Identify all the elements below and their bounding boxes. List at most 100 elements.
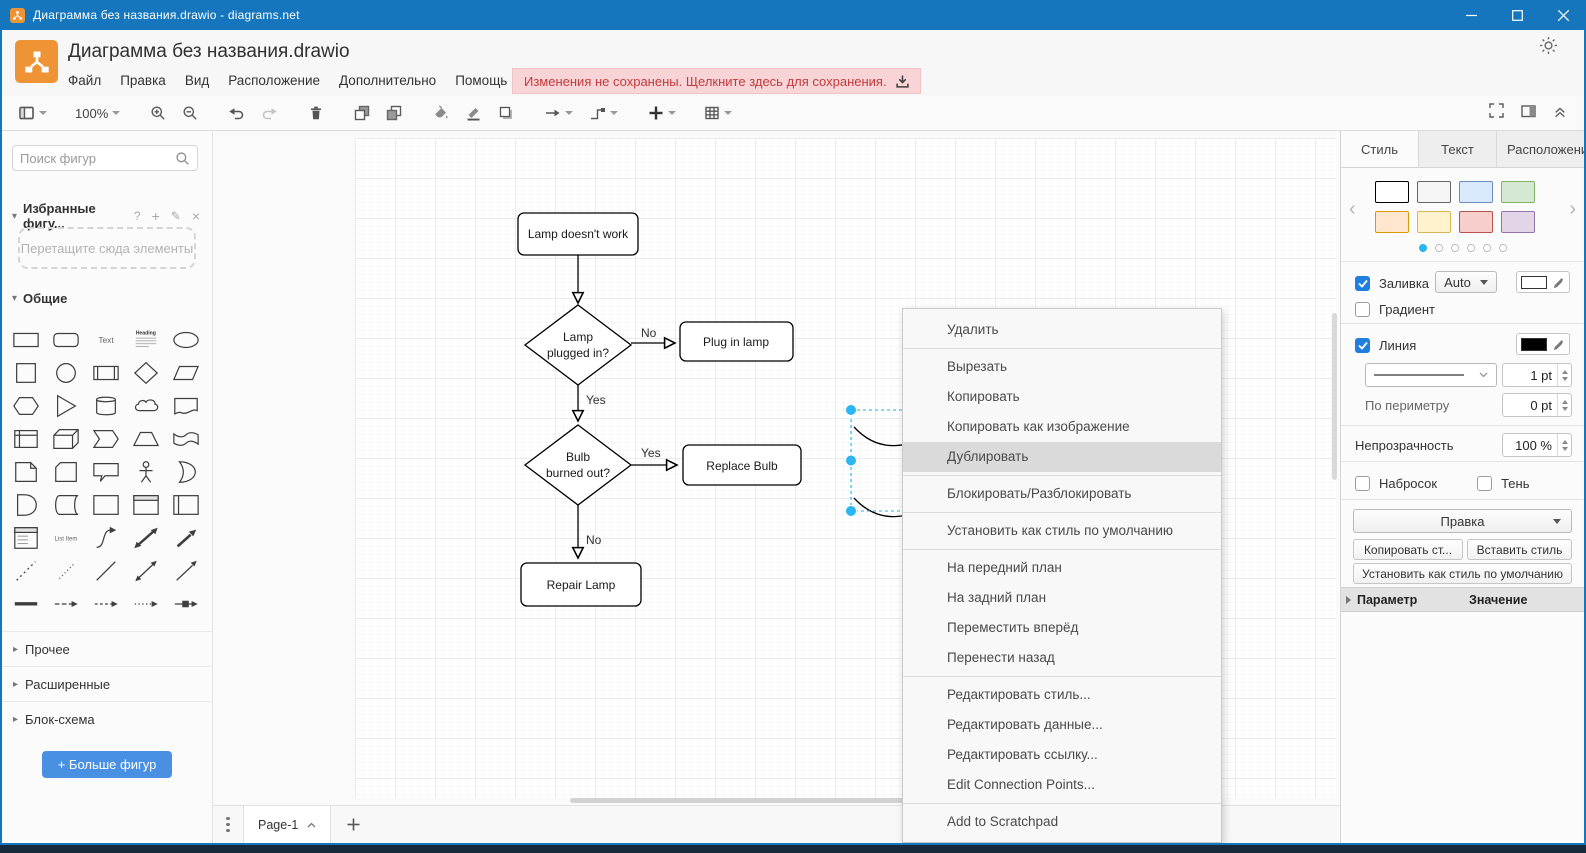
shape-diamond[interactable] <box>126 356 166 389</box>
presets-next-icon[interactable]: › <box>1569 198 1576 220</box>
close-icon[interactable]: × <box>191 208 200 224</box>
node-plug-in-lamp[interactable] <box>679 321 794 362</box>
preset-page-dot-4[interactable] <box>1466 244 1475 252</box>
shape-dotted-line[interactable] <box>46 554 86 587</box>
add-page-button[interactable] <box>346 817 361 832</box>
collapse-toolbar-button[interactable] <box>1552 103 1568 124</box>
help-icon[interactable]: ? <box>133 209 141 223</box>
node-lamp-plugged-in[interactable] <box>523 304 633 386</box>
maximize-button[interactable] <box>1494 0 1540 30</box>
style-swatch-3[interactable] <box>1459 181 1493 203</box>
gradient-checkbox[interactable] <box>1355 301 1370 317</box>
flowchart-edges[interactable] <box>571 255 679 560</box>
node-replace-bulb[interactable] <box>682 444 802 486</box>
copy-style-button[interactable]: Копировать ст... <box>1353 539 1463 560</box>
shape-curve[interactable] <box>86 521 126 554</box>
style-swatch-6[interactable] <box>1417 211 1451 233</box>
shape-cloud[interactable] <box>126 389 166 422</box>
shape-trapezoid[interactable] <box>126 422 166 455</box>
shape-directional-edge[interactable] <box>46 587 86 620</box>
favorites-section-header[interactable]: ▾ Избранные фигу... ? + ✎ × <box>12 201 200 231</box>
perimeter-stepper[interactable] <box>1557 394 1571 416</box>
shadow-checkbox[interactable] <box>1477 475 1493 491</box>
format-panel-toggle-button[interactable] <box>1520 103 1537 124</box>
context-menu-item-2[interactable]: Вырезать <box>947 359 1008 374</box>
shape-callout[interactable] <box>86 455 126 488</box>
shape-rounded-rectangle[interactable] <box>46 323 86 356</box>
shape-rectangle[interactable] <box>6 323 46 356</box>
preset-page-dot-3[interactable] <box>1450 244 1459 252</box>
line-checkbox[interactable] <box>1355 337 1370 353</box>
style-swatch-8[interactable] <box>1501 211 1535 233</box>
menu-arrange[interactable]: Расположение <box>228 73 321 88</box>
shape-bidirectional-connector[interactable] <box>126 554 166 587</box>
horizontal-scrollbar[interactable] <box>570 798 915 803</box>
shadow-button[interactable] <box>496 99 516 127</box>
theme-toggle-icon[interactable] <box>1539 36 1558 60</box>
close-button[interactable] <box>1540 0 1586 30</box>
shape-triangle[interactable] <box>46 389 86 422</box>
context-menu-item-15[interactable]: Edit Connection Points... <box>947 777 1095 792</box>
menu-extras[interactable]: Дополнительно <box>339 73 437 88</box>
style-swatch-2[interactable] <box>1417 181 1451 203</box>
flowchart-nodes[interactable]: Lamp doesn't work Lamp plugged in? Plug … <box>517 212 802 607</box>
shape-textbox[interactable]: Heading <box>126 323 166 356</box>
shape-square[interactable] <box>6 356 46 389</box>
section-misc[interactable]: ▸ Прочее <box>2 631 212 666</box>
shape-document[interactable] <box>166 389 206 422</box>
shape-and[interactable] <box>6 488 46 521</box>
style-swatch-4[interactable] <box>1501 181 1535 203</box>
context-menu-item-14[interactable]: Редактировать ссылку... <box>947 747 1098 762</box>
favorites-drop-area[interactable]: Перетащите сюда элементы <box>18 227 196 269</box>
sketch-checkbox[interactable] <box>1355 475 1370 491</box>
context-menu-item-3[interactable]: Копировать <box>947 389 1020 404</box>
context-menu-item-10[interactable]: Переместить вперёд <box>947 620 1079 635</box>
context-menu-item-8[interactable]: На передний план <box>947 560 1062 575</box>
context-menu-item-4[interactable]: Копировать как изображение <box>947 419 1130 434</box>
shape-horizontal-container[interactable] <box>166 488 206 521</box>
shape-parallelogram[interactable] <box>166 356 206 389</box>
waypoints-button[interactable] <box>587 99 620 127</box>
zoom-out-button[interactable] <box>180 99 200 127</box>
zoom-in-button[interactable] <box>148 99 168 127</box>
shape-list-item[interactable]: List Item <box>46 521 86 554</box>
line-color-button[interactable] <box>463 99 484 127</box>
shape-hexagon[interactable] <box>6 389 46 422</box>
shape-actor[interactable] <box>126 455 166 488</box>
shape-link[interactable] <box>6 587 46 620</box>
shape-circle[interactable] <box>46 356 86 389</box>
undo-button[interactable] <box>226 99 247 127</box>
preset-page-dot-1[interactable] <box>1418 244 1427 252</box>
view-panel-button[interactable] <box>16 99 49 127</box>
tab-text[interactable]: Текст <box>1419 131 1497 167</box>
section-flowchart[interactable]: ▸ Блок-схема <box>2 701 212 736</box>
shape-cube[interactable] <box>46 422 86 455</box>
context-menu-item-13[interactable]: Редактировать данные... <box>947 717 1103 732</box>
fill-checkbox[interactable] <box>1355 275 1370 291</box>
section-general-header[interactable]: ▾ Общие <box>12 291 67 306</box>
minimize-button[interactable] <box>1448 0 1494 30</box>
context-menu-item-7[interactable]: Установить как стиль по умолчанию <box>947 523 1174 538</box>
shape-process[interactable] <box>86 356 126 389</box>
shape-data-storage[interactable] <box>46 488 86 521</box>
shape-vertical-container[interactable] <box>126 488 166 521</box>
shape-cylinder[interactable] <box>86 389 126 422</box>
pages-menu-icon[interactable] <box>213 816 243 833</box>
shape-list[interactable] <box>6 521 46 554</box>
to-front-button[interactable] <box>352 99 372 127</box>
set-default-style-button[interactable]: Установить как стиль по умолчанию <box>1353 563 1572 584</box>
line-width-stepper[interactable] <box>1557 364 1571 386</box>
tab-style[interactable]: Стиль <box>1341 131 1419 167</box>
style-swatch-5[interactable] <box>1375 211 1409 233</box>
line-color-swatch[interactable] <box>1516 333 1570 355</box>
shape-line[interactable] <box>86 554 126 587</box>
search-input[interactable] <box>20 150 175 166</box>
perimeter-input[interactable]: 0 pt <box>1502 393 1572 417</box>
property-table-header[interactable]: Параметр Значение <box>1341 587 1584 612</box>
edit-icon[interactable]: ✎ <box>170 209 181 223</box>
edit-select[interactable]: Правка <box>1353 509 1572 533</box>
context-menu-item-6[interactable]: Блокировать/Разблокировать <box>947 486 1132 501</box>
delete-button[interactable] <box>306 99 326 127</box>
menu-help[interactable]: Помощь <box>455 73 508 88</box>
paste-style-button[interactable]: Вставить стиль <box>1467 539 1572 560</box>
